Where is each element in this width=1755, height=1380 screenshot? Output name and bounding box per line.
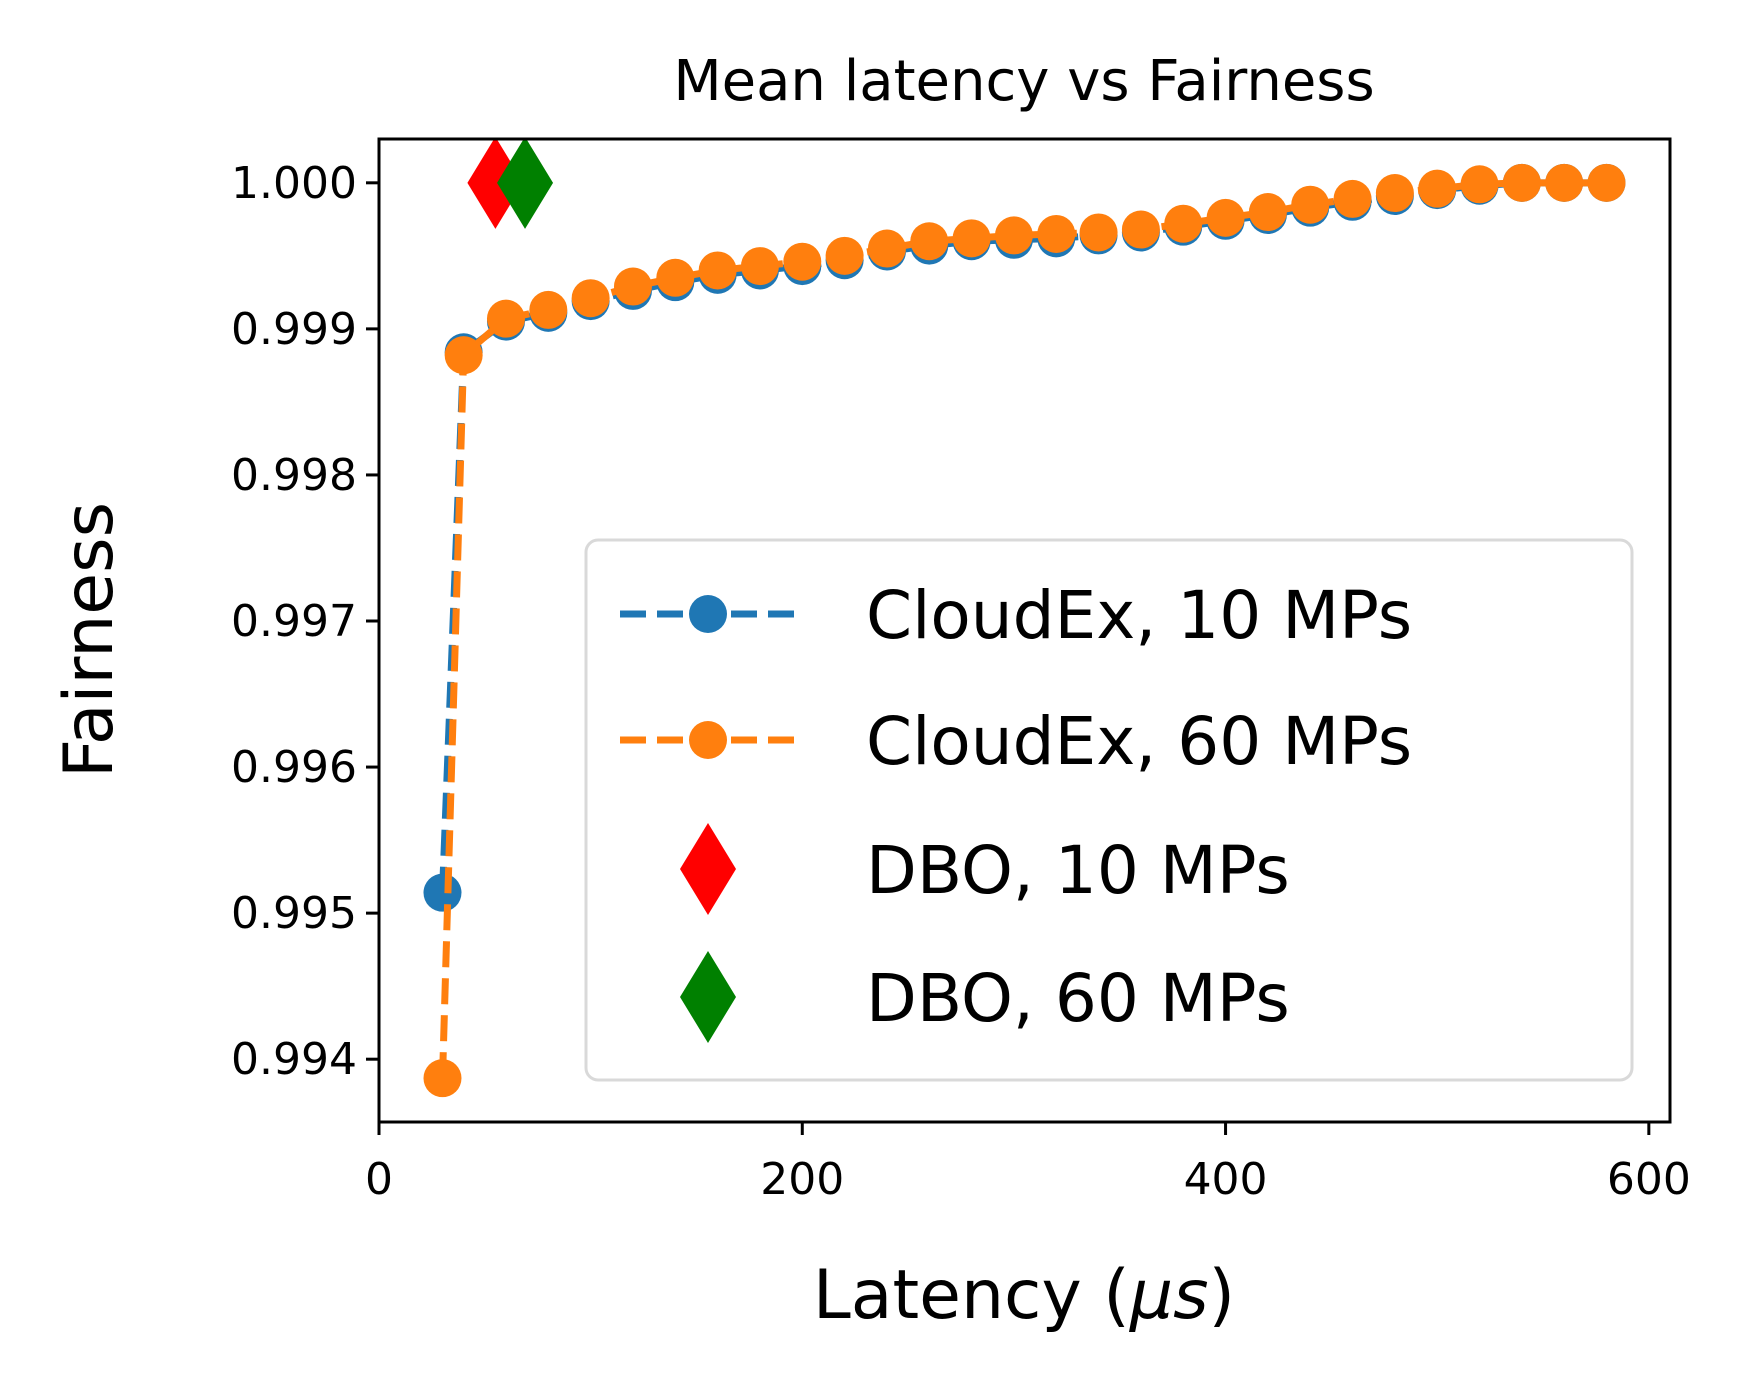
data-point	[1121, 210, 1160, 249]
data-point	[1248, 193, 1287, 232]
series-4	[497, 139, 554, 229]
data-point	[1206, 198, 1245, 237]
data-point	[783, 242, 822, 281]
data-point	[656, 258, 695, 297]
data-point	[1502, 163, 1541, 202]
plot-area-frame	[377, 137, 1672, 1124]
data-point	[867, 229, 906, 268]
data-point	[1164, 204, 1203, 243]
data-point	[698, 251, 737, 290]
data-point	[740, 247, 779, 286]
y-tick-label: 0.994	[231, 1034, 357, 1085]
series-3	[467, 139, 524, 229]
data-point	[571, 279, 610, 318]
data-point	[423, 1059, 462, 1098]
x-axis-label-close: )	[1209, 1256, 1236, 1335]
legend-marker	[689, 595, 727, 633]
x-axis-label: Latency (μs)	[813, 1256, 1235, 1335]
data-point	[910, 222, 949, 261]
x-axis-label-main: Latency (	[813, 1256, 1130, 1335]
data-point	[1418, 169, 1457, 208]
y-tick-label: 0.996	[231, 742, 357, 793]
data-point	[467, 139, 524, 229]
data-point	[825, 236, 864, 275]
data-point	[613, 267, 652, 306]
data-point	[1545, 163, 1584, 202]
y-tick-label: 0.998	[231, 450, 357, 501]
y-tick-label: 0.999	[231, 304, 357, 355]
data-point	[994, 216, 1033, 255]
x-tick-label: 400	[1184, 1154, 1268, 1205]
legend-label: CloudEx, 60 MPs	[866, 703, 1412, 780]
legend-label: CloudEx, 10 MPs	[866, 577, 1412, 654]
x-axis-label-mu: μs	[1129, 1256, 1209, 1335]
legend-item-2: CloudEx, 60 MPs	[620, 703, 1412, 780]
data-point	[486, 299, 525, 338]
data-point	[1079, 213, 1118, 252]
legend-label: DBO, 60 MPs	[866, 960, 1290, 1037]
data-point	[1460, 165, 1499, 204]
x-tick-label: 0	[365, 1154, 393, 1205]
y-tick-label: 0.995	[231, 888, 357, 939]
data-point	[1375, 174, 1414, 213]
legend-marker	[689, 721, 727, 759]
y-tick-label: 0.997	[231, 596, 357, 647]
legend-marker	[680, 823, 736, 915]
x-tick-label: 200	[760, 1154, 844, 1205]
legend-item-1: CloudEx, 10 MPs	[620, 577, 1412, 654]
legend-label: DBO, 10 MPs	[866, 832, 1290, 909]
ticks-layer: 0 200 400 600 0.994 0.995 0.996 0.997 0.998 0.999…	[231, 158, 1691, 1205]
data-point	[1291, 185, 1330, 224]
chart-title: Mean latency vs Fairness	[673, 49, 1374, 114]
data-point	[1333, 179, 1372, 218]
legend-marker	[680, 951, 736, 1043]
data-point	[529, 290, 568, 329]
series-2	[423, 163, 1626, 1098]
legend-item-4: DBO, 60 MPs	[680, 951, 1290, 1043]
data-point	[444, 336, 483, 375]
y-tick-label: 1.000	[231, 158, 357, 209]
legend-item-3: DBO, 10 MPs	[680, 823, 1290, 915]
y-axis-label: Fairness	[50, 502, 129, 778]
data-point	[423, 873, 462, 912]
series-layer	[423, 139, 1626, 1098]
legend-frame	[584, 538, 1634, 1082]
data-point	[1587, 163, 1626, 202]
data-point	[952, 219, 991, 258]
x-tick-label: 600	[1607, 1154, 1691, 1205]
data-point	[497, 139, 554, 229]
data-point	[1037, 214, 1076, 253]
